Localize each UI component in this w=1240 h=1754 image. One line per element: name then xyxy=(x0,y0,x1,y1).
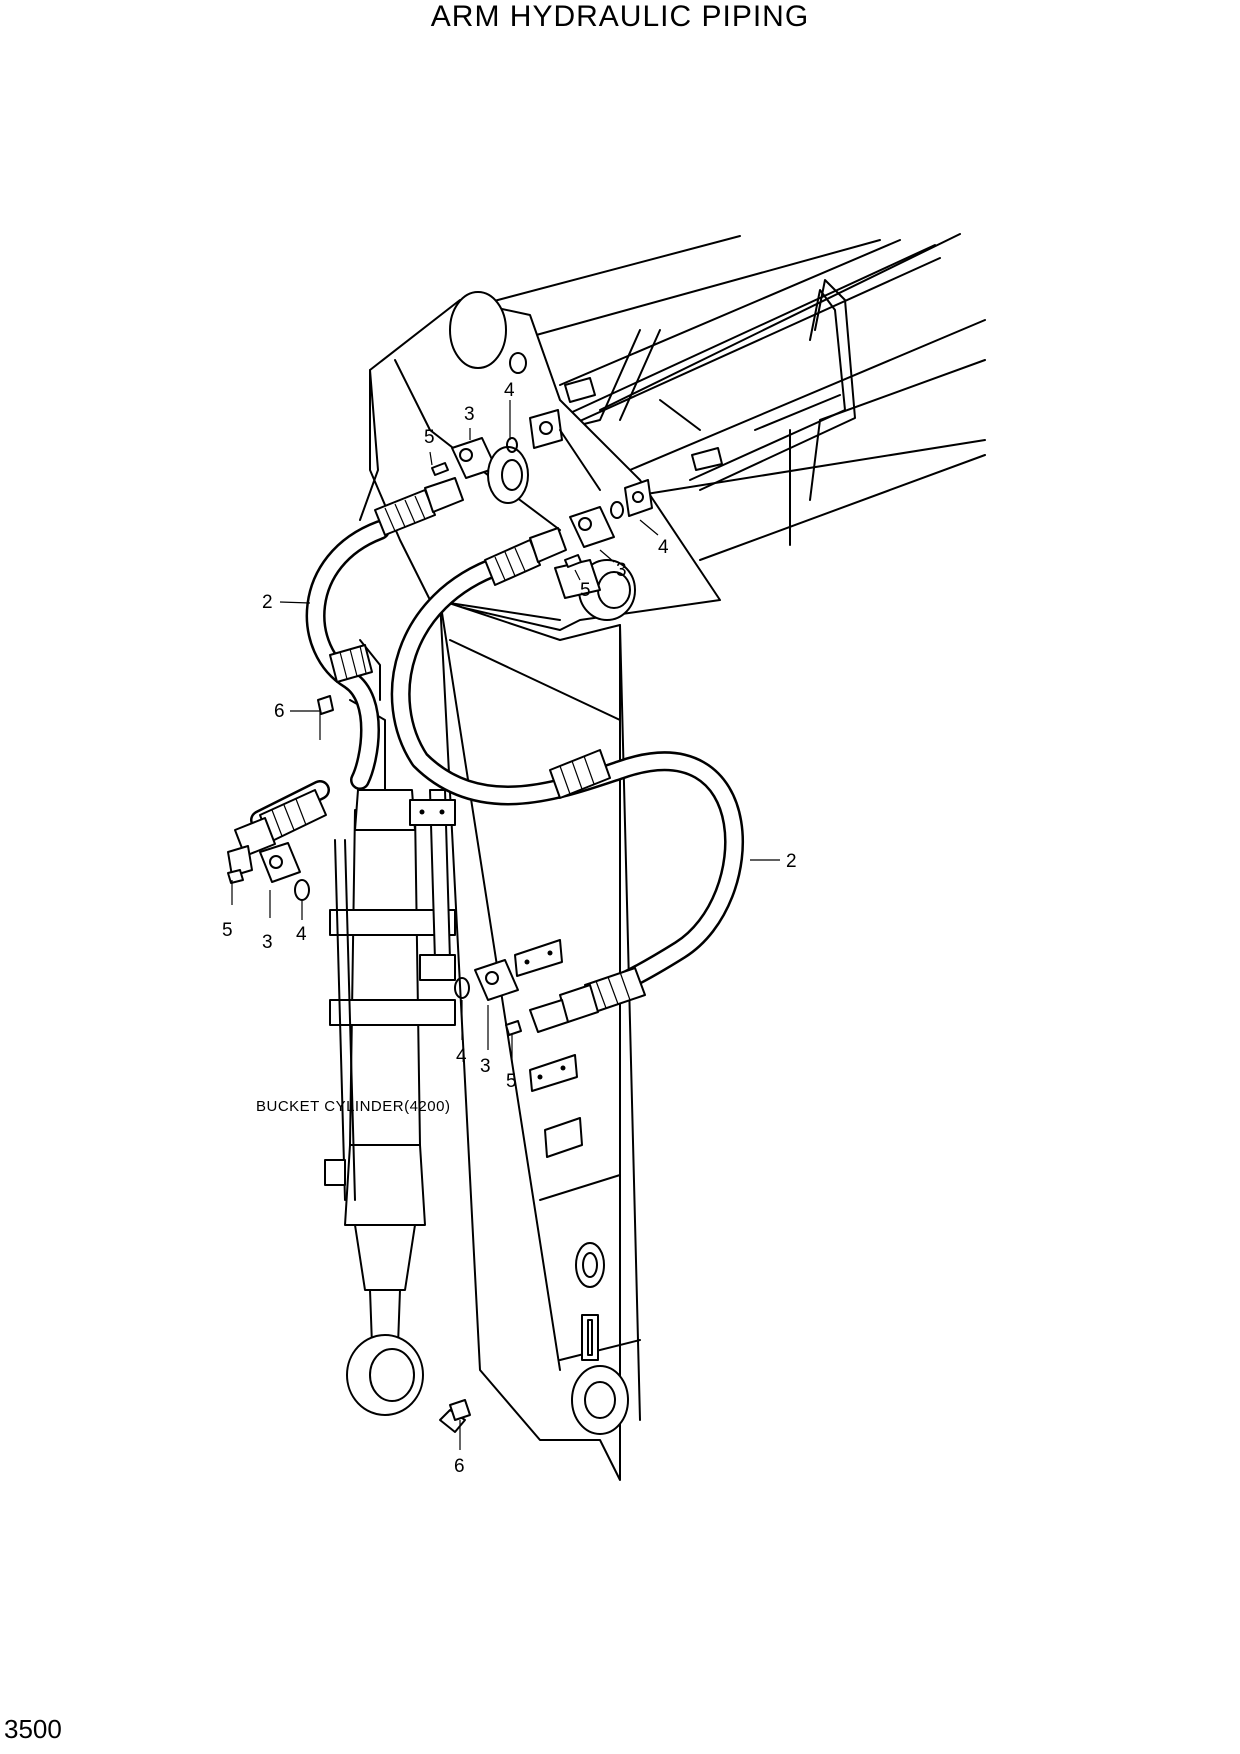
spring-guard xyxy=(529,967,646,1033)
callout-3: 3 xyxy=(262,932,273,953)
callout-4: 4 xyxy=(504,380,515,401)
callout-2: 2 xyxy=(786,851,797,872)
callout-3: 3 xyxy=(464,404,475,425)
page-number: 3500 xyxy=(4,1714,62,1744)
callout-6: 6 xyxy=(454,1456,465,1477)
spring-guard xyxy=(329,644,373,683)
spring-guard xyxy=(374,477,464,536)
callout-2: 2 xyxy=(262,592,273,613)
spring-guard xyxy=(549,749,611,799)
callout-5: 5 xyxy=(222,920,233,941)
spring-guard xyxy=(484,527,567,586)
callout-3: 3 xyxy=(616,560,627,581)
callout-3: 3 xyxy=(480,1056,491,1077)
page-title: ARM HYDRAULIC PIPING xyxy=(430,0,810,33)
callout-4: 4 xyxy=(658,537,669,558)
callout-4: 4 xyxy=(296,924,307,945)
callout-5: 5 xyxy=(424,427,435,448)
boom-pipes xyxy=(554,244,941,491)
bucket-cylinder xyxy=(324,639,466,1433)
flanges-orings-bolts xyxy=(227,409,653,1421)
callout-5: 5 xyxy=(506,1071,517,1092)
arm-bracket xyxy=(359,291,721,631)
callout-4: 4 xyxy=(456,1046,467,1067)
leader-lines xyxy=(231,400,780,1450)
callout-6: 6 xyxy=(274,701,285,722)
callouts: 4 3 5 4 3 5 2 6 2 5 3 4 4 3 5 6 xyxy=(222,380,797,1477)
bucket-cylinder-label: BUCKET CYLINDER(4200) xyxy=(256,1098,450,1115)
hose-fittings xyxy=(227,477,646,1033)
callout-5: 5 xyxy=(580,580,591,601)
arm-body xyxy=(439,599,641,1481)
spring-guard xyxy=(227,789,327,877)
